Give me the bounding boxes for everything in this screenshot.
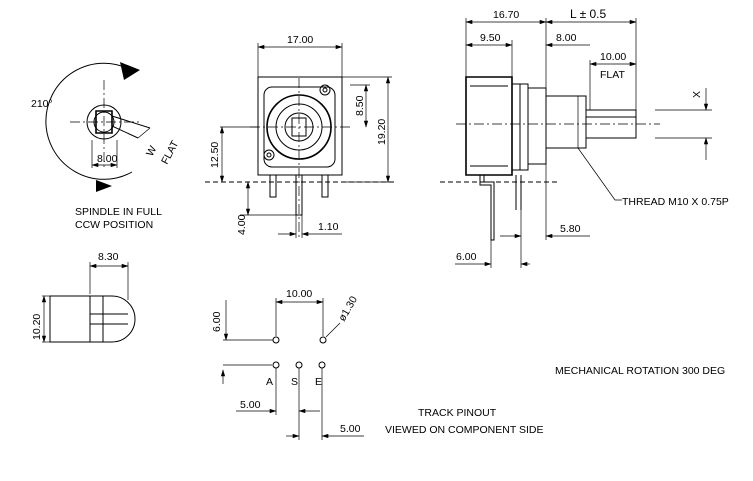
dim-pitch: 10.00	[286, 288, 312, 300]
pin	[269, 174, 277, 198]
spindle-rotation-view: 210° 8.00 W FLAT SPINDLE IN FULL CCW POS…	[31, 62, 182, 231]
caption-line1: TRACK PINOUT	[418, 407, 497, 419]
flat-label: FLAT	[159, 138, 182, 166]
x-label: X	[691, 91, 703, 98]
pin-e-hole	[318, 361, 326, 369]
bushing-base	[527, 87, 547, 165]
dim-pin-spacing: 5.80	[560, 223, 581, 235]
body-side	[465, 76, 513, 176]
caption-line2: CCW POSITION	[75, 219, 153, 231]
dim-height-label: 10.20	[31, 314, 43, 340]
spindle-outer	[86, 104, 122, 140]
dim-overall: 16.70	[493, 9, 519, 21]
rotation-arrowhead	[120, 62, 140, 80]
pin-s-label: S	[291, 376, 298, 388]
dim-width-label: 17.00	[287, 34, 313, 46]
dim-width-label: 8.00	[97, 153, 118, 165]
dim-se: 5.00	[340, 423, 361, 435]
pin-hole	[272, 336, 280, 344]
dim-height-total: 19.20	[376, 119, 388, 145]
pin-s-hole	[295, 361, 303, 369]
dim-pin-length: 4.00	[236, 214, 248, 235]
dim-hole: ø1.30	[336, 294, 360, 323]
spindle-profile	[49, 295, 136, 343]
dim-as: 5.00	[240, 399, 261, 411]
dim-height-upper: 8.50	[354, 95, 366, 116]
side-view: 16.70 L ± 0.5 9.50 8.00 10.00 FLAT X THR…	[440, 7, 729, 268]
mechanical-rotation-note: MECHANICAL ROTATION 300 DEG	[555, 365, 725, 377]
dim-body: 9.50	[480, 32, 501, 44]
front-view: 17.00 19.20 8.50 12.50 4.00 1.10	[205, 34, 395, 238]
shaft	[585, 109, 637, 139]
pin-e-label: E	[315, 376, 322, 388]
pin	[321, 174, 329, 198]
angle-label: 210°	[31, 98, 53, 110]
dim-width-label: 8.30	[98, 251, 119, 263]
rotation-arc	[45, 62, 133, 180]
spindle-inner	[93, 111, 115, 133]
pin-hole	[319, 336, 327, 344]
thread	[545, 95, 587, 149]
dim-w-label: W	[144, 144, 159, 158]
pin	[295, 174, 303, 216]
thread-label: THREAD M10 X 0.75P	[622, 196, 729, 208]
dim-center-height: 12.50	[209, 142, 221, 168]
pin-a-label: A	[266, 376, 273, 388]
rotation-arrowhead	[96, 180, 112, 192]
dim-L: L ± 0.5	[570, 7, 606, 21]
dim-bushing: 8.00	[556, 32, 577, 44]
dim-pin-offset: 6.00	[456, 251, 477, 263]
dim-flat: 10.00	[600, 51, 626, 63]
pin-a-hole	[272, 361, 280, 369]
flat-label: FLAT	[600, 69, 625, 81]
caption-line2: VIEWED ON COMPONENT SIDE	[385, 424, 544, 436]
spindle-end-view: 8.30 10.20	[31, 251, 136, 343]
caption-line1: SPINDLE IN FULL	[75, 206, 162, 218]
spindle-flat	[95, 110, 113, 134]
dim-pin-width: 1.10	[318, 221, 339, 233]
track-pinout: 10.00 ø1.30 6.00 A S E 5.00 5.00 TRACK P…	[211, 288, 544, 440]
dim-row-offset: 6.00	[211, 311, 223, 332]
